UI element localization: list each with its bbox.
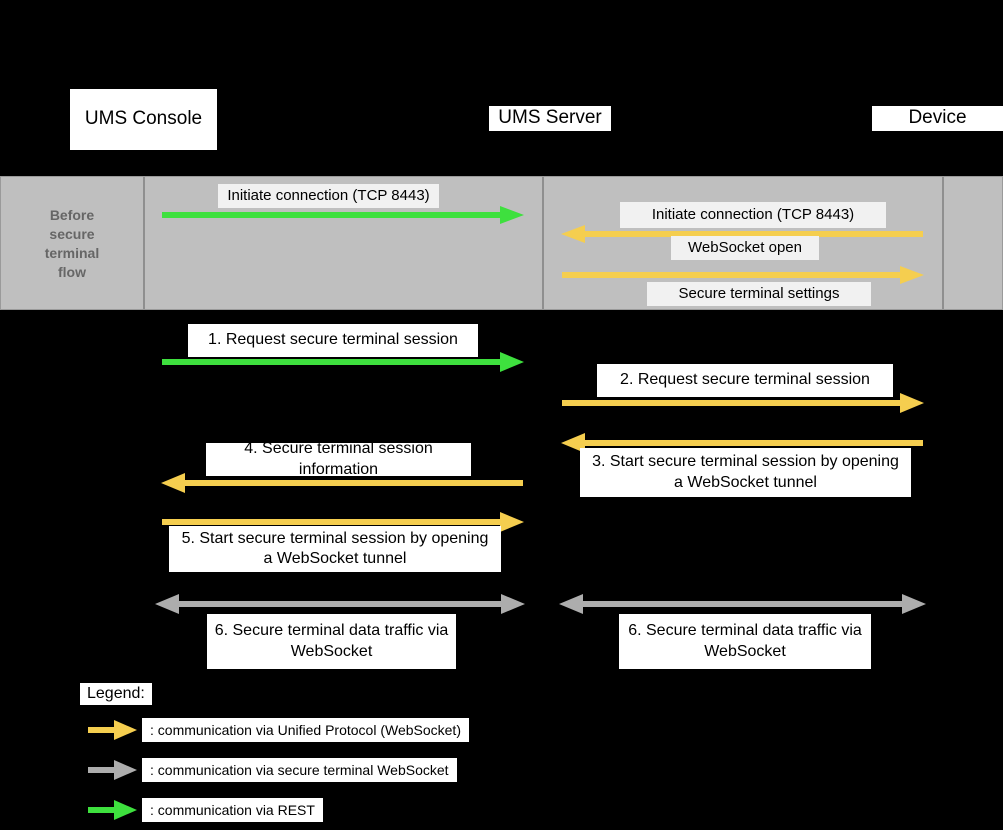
message-text: 6. Secure terminal data traffic via WebS… <box>628 622 862 660</box>
legend-text-rest: : communication via REST <box>142 798 323 822</box>
legend-arrow-unified-icon <box>86 719 138 741</box>
message-label-step-5: 5. Start secure terminal session by open… <box>169 526 501 572</box>
message-label-step-6-left: 6. Secure terminal data traffic via WebS… <box>207 614 456 669</box>
arrow-band-initiate-connection-rest <box>160 204 525 226</box>
arrow-step-2 <box>560 392 925 414</box>
participant-label: UMS Server <box>498 107 602 129</box>
arrow-step-3 <box>560 432 925 454</box>
arrow-step-6-right <box>558 593 927 615</box>
participant-label: UMS Console <box>84 108 203 130</box>
message-text: Initiate connection (TCP 8443) <box>227 187 430 205</box>
message-text: 2. Request secure terminal session <box>620 371 870 389</box>
participant-ums-server: UMS Server <box>489 106 611 131</box>
arrow-band-secure-terminal-settings <box>560 264 925 286</box>
legend-text-unified: : communication via Unified Protocol (We… <box>142 718 469 742</box>
message-text: 5. Start secure terminal session by open… <box>181 529 489 567</box>
arrow-step-5 <box>160 511 525 533</box>
message-label-step-2: 2. Request secure terminal session <box>597 364 893 397</box>
participant-ums-console: UMS Console <box>70 89 217 150</box>
message-label-band-initiate-connection-rest: Initiate connection (TCP 8443) <box>218 184 439 208</box>
message-text: 6. Secure terminal data traffic via WebS… <box>214 622 449 660</box>
legend-arrow-rest-icon <box>86 799 138 821</box>
legend-arrow-secure-terminal-icon <box>86 759 138 781</box>
participant-label: Device <box>908 107 967 129</box>
message-label-step-4: 4. Secure terminal session information <box>206 440 471 478</box>
legend-text-secure-terminal: : communication via secure terminal WebS… <box>142 758 457 782</box>
message-label-band-initiate-connection-unified: Initiate connection (TCP 8443) <box>620 202 886 228</box>
arrow-band-initiate-connection-unified <box>560 223 925 245</box>
message-label-step-3: 3. Start secure terminal session by open… <box>580 448 911 497</box>
message-text: 1. Request secure terminal session <box>208 331 458 349</box>
legend-title-text: Legend: <box>87 685 145 702</box>
legend-item-unified: : communication via Unified Protocol (We… <box>86 718 469 742</box>
legend-item-secure-terminal: : communication via secure terminal WebS… <box>86 758 457 782</box>
arrow-step-1 <box>160 351 525 373</box>
message-label-step-6-right: 6. Secure terminal data traffic via WebS… <box>619 614 871 669</box>
message-text: WebSocket open <box>688 239 802 257</box>
participant-device: Device <box>872 106 1003 131</box>
message-label-band-secure-terminal-settings: Secure terminal settings <box>647 282 871 306</box>
legend-item-rest: : communication via REST <box>86 798 323 822</box>
phase-band-label-text: Before secure terminal flow <box>44 207 100 280</box>
band-divider-device-right <box>942 177 944 309</box>
message-text: 4. Secure terminal session information <box>244 440 433 478</box>
phase-band-label: Before secure terminal flow <box>10 200 134 288</box>
message-label-band-websocket-open: WebSocket open <box>671 236 819 260</box>
band-divider-console-server <box>143 177 145 309</box>
arrow-step-4 <box>160 472 525 494</box>
band-divider-server-device <box>542 177 544 309</box>
message-label-step-1: 1. Request secure terminal session <box>188 324 478 357</box>
message-text: Initiate connection (TCP 8443) <box>651 206 855 224</box>
message-text: 3. Start secure terminal session by open… <box>592 453 899 491</box>
legend-title: Legend: <box>80 683 152 705</box>
arrow-step-6-left <box>154 593 526 615</box>
message-text: Secure terminal settings <box>678 285 840 303</box>
